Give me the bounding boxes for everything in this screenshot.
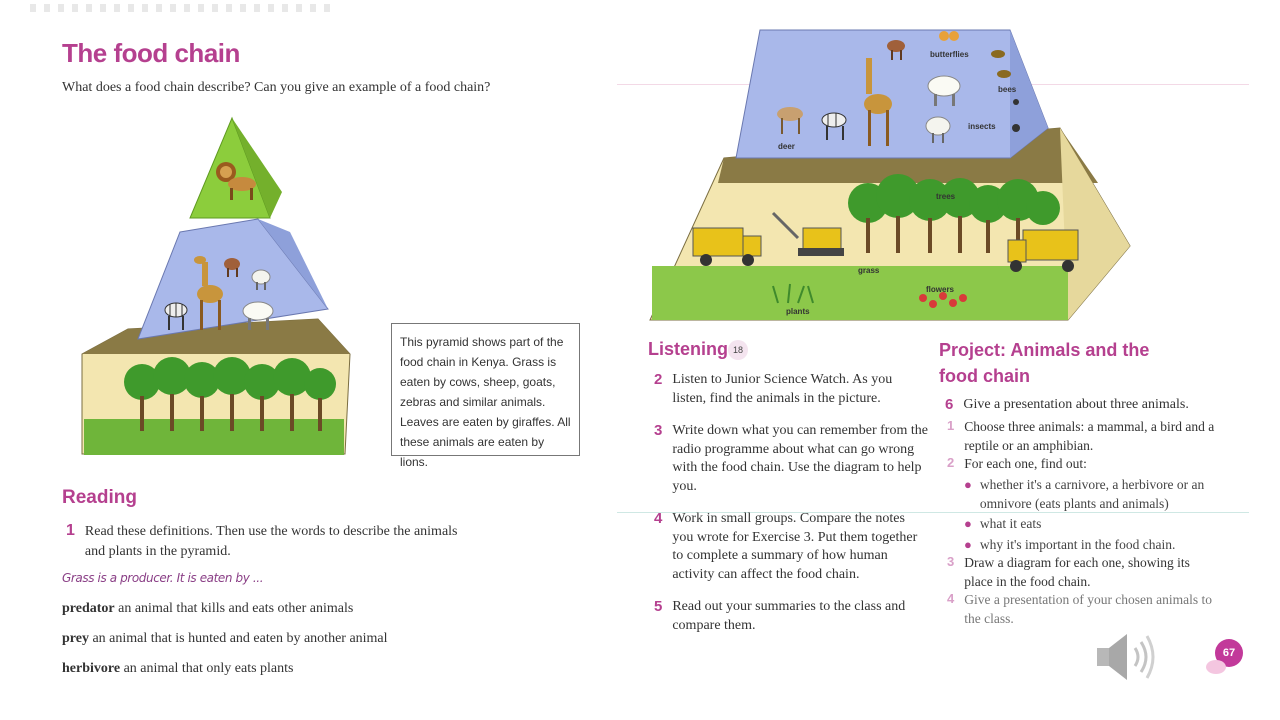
pyramid-caption-box: This pyramid shows part of the food chai… (391, 323, 580, 469)
zebra-icon (164, 302, 188, 330)
label-butterflies: butterflies (930, 50, 969, 59)
exercise-text: Give a presentation about three animals. (963, 397, 1189, 412)
label-flowers: flowers (926, 285, 955, 294)
exercise-6: 6 Give a presentation about three animal… (945, 396, 1235, 415)
exercise-number: 3 (654, 422, 663, 439)
insect-icon (1012, 99, 1020, 132)
label-grass: grass (858, 266, 880, 275)
goat-icon (887, 40, 905, 60)
definition-term: herbivore (62, 661, 121, 676)
page-rule (617, 512, 1249, 513)
bullet-text: what it eats (979, 516, 1042, 531)
definition-prey: prey an animal that is hunted and eaten … (62, 631, 388, 647)
exercise-5: 5 Read out your summaries to the class a… (654, 598, 929, 635)
track-number: 18 (732, 345, 743, 355)
exercise-text: Listen to Junior Science Watch. As you l… (672, 372, 893, 406)
cow-icon (927, 75, 961, 106)
bulldozer-icon (771, 211, 844, 256)
food-chain-pyramid (81, 116, 351, 455)
step-text: Choose three animals: a mammal, a bird a… (964, 419, 1215, 453)
goat-icon (224, 258, 240, 277)
page-number-badge: 67 (1215, 639, 1243, 667)
speaker-icon[interactable] (1093, 628, 1159, 686)
project-step-3: 3 Draw a diagram for each one, showing i… (947, 554, 1217, 591)
ecosystem-pyramid: butterflies bees insects deer trees gras… (649, 29, 1131, 321)
exercise-text: Read out your summaries to the class and… (672, 599, 906, 633)
bullet-item: ● what it eats (964, 515, 1228, 534)
page-dots (30, 4, 330, 12)
flowers-icon (919, 292, 967, 308)
bullet-text: whether it's a carnivore, a herbivore or… (979, 477, 1205, 511)
butterfly-icon (939, 31, 959, 41)
trees-icon (848, 174, 1060, 225)
step-text: Draw a diagram for each one, showing its… (964, 555, 1190, 589)
exercise-number: 1 (66, 522, 75, 539)
step-number: 2 (947, 455, 955, 470)
intro-question: What does a food chain describe? Can you… (62, 80, 491, 95)
project-step-1: 1 Choose three animals: a mammal, a bird… (947, 418, 1227, 455)
exercise-2: 2 Listen to Junior Science Watch. As you… (654, 371, 929, 408)
listening-heading: Listening (648, 339, 728, 359)
project-heading-line1: Project: Animals and the (939, 340, 1150, 360)
page-number: 67 (1222, 647, 1236, 659)
label-deer: deer (778, 142, 795, 151)
definition-herbivore: herbivore an animal that only eats plant… (62, 661, 293, 677)
sheep-icon (251, 269, 271, 290)
bullet-icon: ● (964, 516, 972, 531)
sheep-icon (925, 116, 951, 143)
step-text: Give a presentation of your chosen anima… (964, 592, 1213, 626)
definition-text: an animal that only eats plants (123, 661, 294, 676)
cow-icon (242, 301, 274, 330)
step-number: 3 (947, 554, 955, 569)
plants-icon (772, 283, 814, 304)
bullet-text: why it's important in the food chain. (979, 537, 1176, 552)
exercise-text: Work in small groups. Compare the notes … (672, 511, 918, 582)
lion-icon (216, 162, 256, 200)
bullet-item: ● why it's important in the food chain. (964, 536, 1228, 555)
bullet-icon: ● (964, 537, 972, 552)
definition-predator: predator an animal that kills and eats o… (62, 601, 353, 617)
label-plants: plants (786, 307, 810, 316)
truck-icon (692, 227, 762, 266)
exercise-text: Read these definitions. Then use the wor… (84, 524, 458, 559)
reading-heading: Reading (62, 487, 137, 508)
definition-text: an animal that kills and eats other anim… (118, 601, 354, 616)
definition-term: predator (62, 601, 115, 616)
exercise-3: 3 Write down what you can remember from … (654, 422, 929, 496)
label-trees: trees (936, 192, 956, 201)
exercise-number: 2 (654, 371, 663, 388)
exercise-number: 6 (945, 396, 954, 413)
truck-icon (1007, 229, 1079, 272)
definition-text: an animal that is hunted and eaten by an… (92, 631, 388, 646)
zebra-icon (821, 112, 847, 140)
step-number: 1 (947, 418, 955, 433)
trees-icon (124, 357, 336, 400)
exercise-text: Write down what you can remember from th… (672, 423, 928, 494)
bee-icon (991, 50, 1011, 78)
deer-icon (777, 107, 803, 134)
page-corner-decoration (1206, 660, 1226, 674)
exercise-1: 1 Read these definitions. Then use the w… (66, 522, 466, 562)
step-text: For each one, find out: (964, 456, 1087, 471)
label-insects: insects (968, 122, 996, 131)
project-step-2: 2 For each one, find out: (947, 455, 1227, 474)
exercise-4: 4 Work in small groups. Compare the note… (654, 510, 929, 584)
giraffe-icon (864, 58, 892, 146)
project-step-4: 4 Give a presentation of your chosen ani… (947, 591, 1217, 628)
bullet-icon: ● (964, 477, 972, 492)
exercise-number: 5 (654, 598, 663, 615)
definition-term: prey (62, 631, 89, 646)
step-number: 4 (947, 591, 955, 606)
example-sentence: Grass is a producer. It is eaten by ... (62, 571, 264, 585)
audio-track-badge: 18 (728, 340, 748, 360)
label-bees: bees (998, 85, 1017, 94)
giraffe-icon (194, 256, 223, 330)
exercise-number: 4 (654, 510, 663, 527)
project-heading-line2: food chain (939, 366, 1030, 386)
project-heading: Project: Animals and the food chain (939, 337, 1149, 389)
pyramid-caption: This pyramid shows part of the food chai… (400, 335, 571, 469)
bullet-item: ● whether it's a carnivore, a herbivore … (964, 476, 1228, 513)
page-title: The food chain (62, 38, 240, 68)
